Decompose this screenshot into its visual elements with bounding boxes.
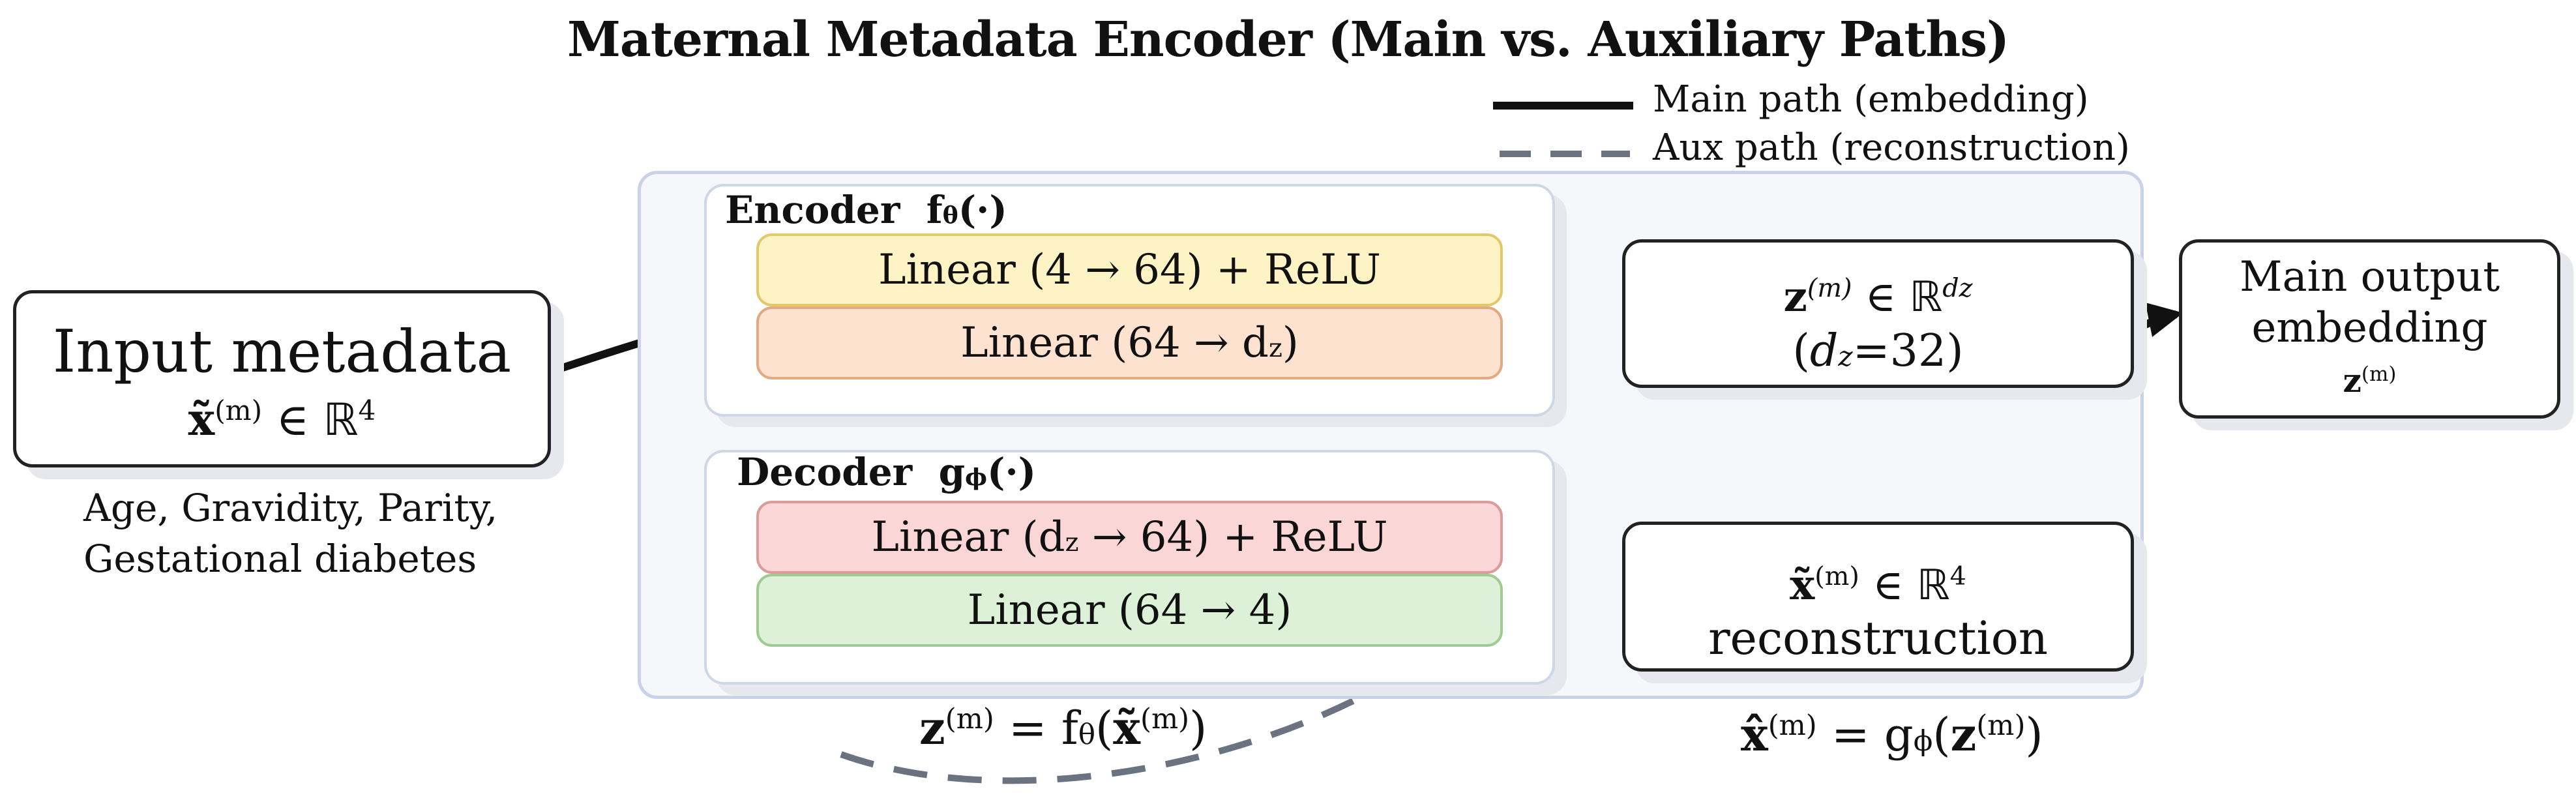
reconstruction-box: x̃(m) ∈ ℝ4 reconstruction [1622, 522, 2134, 672]
latent-symbol: z(m) ∈ ℝdz [1783, 272, 1973, 321]
encoder-layer-2: Linear (64 → dz) [756, 306, 1503, 379]
reconstruction-label: reconstruction [1708, 611, 2048, 665]
main-output-line2: embedding [2251, 304, 2488, 352]
encoder-layer-1: Linear (4 → 64) + ReLU [756, 233, 1503, 306]
main-output-line1: Main output [2239, 253, 2500, 301]
decoder-layer-2: Linear (64 → 4) [756, 574, 1503, 647]
input-features-line2: Gestational diabetes [83, 537, 477, 581]
input-title: Input metadata [52, 318, 512, 386]
legend-aux-label: Aux path (reconstruction) [1653, 126, 2130, 169]
latent-box: z(m) ∈ ℝdz (dz=32) [1622, 239, 2134, 388]
decoder-title: Decoder gϕ(·) [737, 450, 1037, 494]
input-metadata-box: Input metadata x̃(m) ∈ ℝ4 [13, 290, 551, 467]
main-output-symbol: z(m) [2343, 361, 2397, 400]
input-symbol: x̃(m) ∈ ℝ4 [188, 394, 376, 447]
main-output-box: Main output embedding z(m) [2179, 239, 2560, 419]
decoder-equation: x̂(m) = gϕ(z(m)) [1741, 707, 2043, 762]
encoder-title: Encoder fθ(·) [725, 188, 1007, 232]
input-features: Age, Gravidity, Parity, Gestational diab… [83, 482, 497, 584]
decoder-layer-1: Linear (dz → 64) + ReLU [756, 501, 1503, 574]
reconstruction-symbol: x̃(m) ∈ ℝ4 [1790, 560, 1966, 610]
diagram-title: Maternal Metadata Encoder (Main vs. Auxi… [567, 12, 2009, 68]
encoder-equation: z(m) = fθ(x̃(m)) [919, 701, 1207, 755]
input-features-line1: Age, Gravidity, Parity, [83, 486, 498, 530]
legend-main-label: Main path (embedding) [1653, 78, 2089, 121]
latent-dimension: (dz=32) [1792, 325, 1964, 377]
